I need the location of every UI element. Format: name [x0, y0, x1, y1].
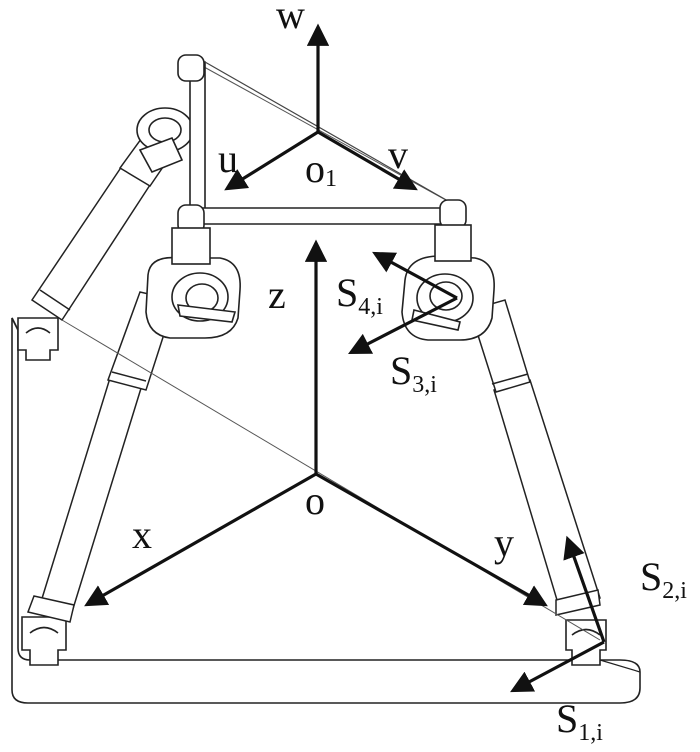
label-z: z	[268, 272, 286, 317]
base-plate	[11, 317, 641, 704]
vector-s4	[372, 251, 458, 300]
axis-u	[224, 130, 319, 191]
leg-left	[26, 291, 176, 623]
label-x: x	[132, 512, 152, 557]
vector-s3	[348, 296, 458, 355]
moving-frame-axes	[224, 23, 418, 191]
joint-back	[136, 107, 194, 174]
joint-right	[401, 255, 495, 341]
base-mount-back	[17, 317, 59, 361]
vector-s1	[510, 640, 605, 693]
label-s3: S3,i	[390, 348, 437, 398]
axis-v	[317, 130, 418, 191]
label-o1: o1	[305, 146, 337, 192]
screw-vectors	[348, 251, 606, 693]
leg-right	[469, 299, 601, 616]
frame-line-diagonal	[61, 319, 601, 641]
fixed-frame-axes	[84, 239, 548, 607]
label-w: w	[276, 0, 305, 37]
label-s2: S2,i	[640, 554, 687, 604]
label-u: u	[218, 136, 238, 181]
top-platform	[171, 54, 472, 265]
joint-left	[145, 256, 241, 339]
base-mount-left	[21, 616, 67, 666]
label-s4: S4,i	[336, 270, 383, 320]
axis-x	[84, 472, 317, 607]
label-s1: S1,i	[556, 696, 603, 746]
label-v: v	[388, 132, 408, 177]
base-mount-right	[565, 619, 607, 666]
vector-s2	[563, 535, 606, 643]
label-y: y	[494, 520, 514, 565]
axis-y	[315, 472, 548, 607]
label-o: o	[305, 478, 325, 523]
